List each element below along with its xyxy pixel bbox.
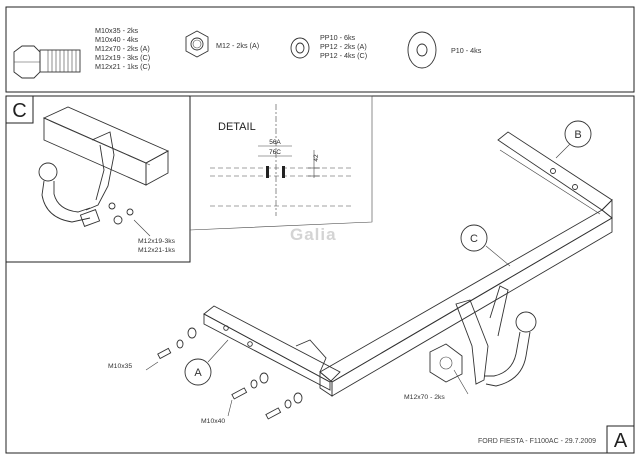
panel-letter: C	[12, 100, 26, 122]
detail-section: DETAIL	[189, 95, 373, 231]
hex-nut-drawing	[185, 30, 209, 58]
flat-washer-drawing	[407, 31, 437, 69]
bolt-spec-1: M10x35 - 2ks	[95, 26, 139, 35]
bolt-spec-2: M10x40 - 4ks	[95, 35, 139, 44]
towbar-neck-detail	[38, 106, 170, 237]
detail-inset-frame	[5, 95, 191, 263]
callout-c: C	[460, 224, 511, 267]
bolt-spec-3: M12x70 - 2ks (A)	[95, 44, 150, 53]
bolt-spec-5: M12x21 - 1ks (C)	[95, 62, 150, 71]
dim-42: 42	[313, 154, 320, 162]
panel-letter-box	[5, 95, 34, 124]
corner-letter: A	[614, 430, 628, 452]
washer-spec-2: PP12 - 2ks (A)	[320, 42, 367, 51]
callout-b: B	[555, 120, 592, 159]
galia-logo: Galia	[290, 225, 337, 244]
drawing-caption: FORD FIESTA - F1100AC - 29.7.2009	[478, 438, 596, 445]
loose-fixings	[145, 327, 303, 420]
detail-title: DETAIL	[218, 121, 256, 133]
svg-text:C: C	[470, 233, 478, 245]
bolt-spec-4: M12x19 - 3ks (C)	[95, 53, 150, 62]
washer-spec-3: PP12 - 4ks (C)	[320, 51, 367, 60]
bolt-list: M10x35 - 2ks M10x40 - 4ks M12x70 - 2ks (…	[95, 26, 150, 71]
svg-text:B: B	[574, 129, 581, 141]
tow-ball-assembly	[429, 285, 537, 395]
washer-list: PP10 - 6ks PP12 - 2ks (A) PP12 - 4ks (C)	[320, 33, 367, 60]
dim-76C: 76C	[269, 149, 281, 156]
plate-washer-spec: P10 - 4ks	[451, 46, 482, 55]
dim-56A: 56A	[269, 139, 281, 146]
label-m10x40: M10x40	[201, 418, 225, 425]
corner-letter-box	[606, 425, 635, 454]
detail-bolt-label-2: M12x21-1ks	[138, 247, 176, 254]
nut-spec: M12 - 2ks (A)	[216, 41, 259, 50]
hex-bolt-drawing	[13, 45, 81, 79]
label-m10x35: M10x35	[108, 363, 132, 370]
washer-spec-1: PP10 - 6ks	[320, 33, 356, 42]
svg-text:A: A	[194, 367, 202, 379]
detail-bolt-label-1: M12x19-3ks	[138, 238, 176, 245]
spring-washer-drawing	[290, 37, 310, 59]
callout-a: A	[184, 339, 229, 386]
label-m12x70: M12x70 - 2ks	[404, 394, 445, 401]
parts-frame	[5, 6, 635, 93]
